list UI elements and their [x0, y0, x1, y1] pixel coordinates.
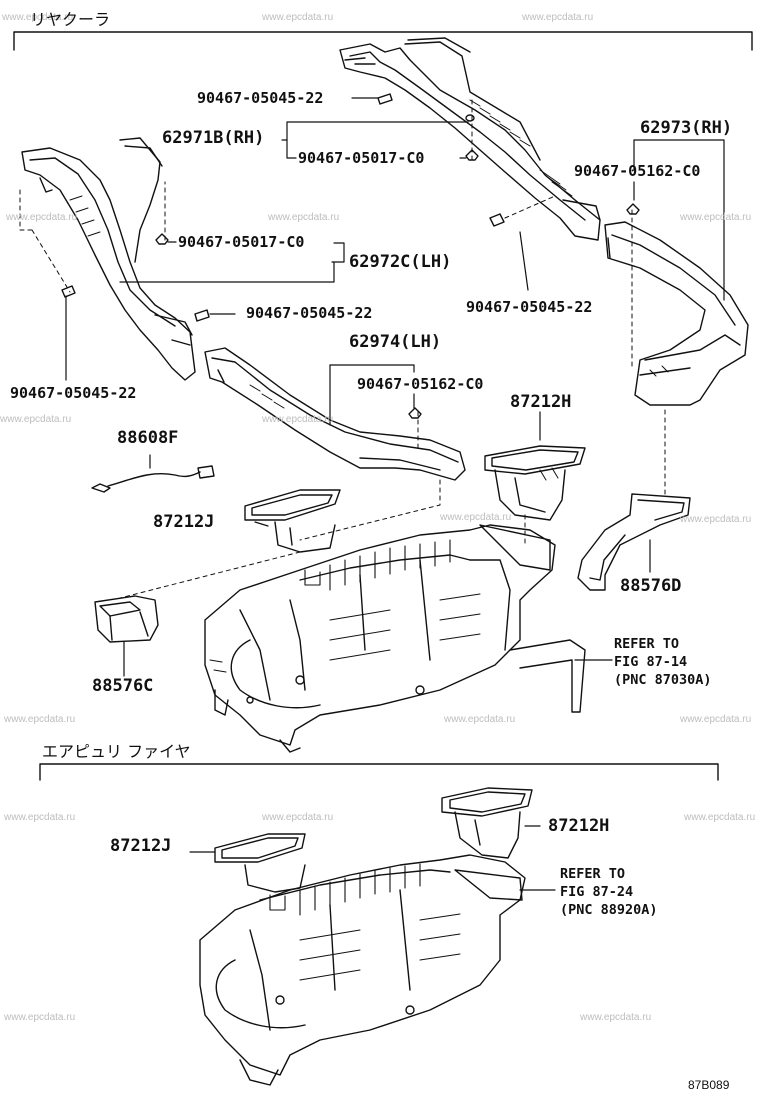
grille-87212j-top-drawing — [244, 489, 341, 553]
refer-top-line1: REFER TO — [614, 636, 680, 652]
section-title-air-purifier: エアピュリ ファイヤ — [42, 742, 191, 761]
part-label-62972c: 62972C(LH) — [349, 252, 452, 272]
watermark: www.epcdata.ru — [4, 1012, 76, 1023]
part-label-62974: 62974(LH) — [349, 332, 442, 352]
watermark: www.epcdata.ru — [680, 212, 752, 223]
watermark: www.epcdata.ru — [4, 812, 76, 823]
grille-87212j-bottom-drawing — [214, 833, 306, 893]
part-label-62971b: 62971B(RH) — [162, 128, 265, 148]
wire-88608f-drawing — [91, 465, 215, 493]
watermark: www.epcdata.ru — [262, 812, 334, 823]
watermark: www.epcdata.ru — [6, 212, 78, 223]
refer-top-line3: (PNC 87030A) — [614, 672, 712, 688]
part-label-clip-62972c: 90467-05017-C0 — [178, 233, 305, 251]
part-label-screw-top: 90467-05045-22 — [197, 89, 324, 107]
refer-bottom-line2: FIG 87-24 — [560, 884, 634, 900]
watermark: www.epcdata.ru — [4, 714, 76, 725]
watermark: www.epcdata.ru — [680, 714, 752, 725]
section-title-rear-cooler: リヤクーラ — [30, 10, 111, 29]
refer-top-line2: FIG 87-14 — [614, 654, 688, 670]
duct-62971b-drawing — [339, 37, 601, 241]
watermark: www.epcdata.ru — [684, 812, 756, 823]
duct-62972c-drawing — [21, 137, 196, 381]
section-bracket-rear-cooler — [13, 31, 753, 51]
section-bracket-air-purifier — [39, 763, 719, 781]
part-label-screw-left-low: 90467-05045-22 — [10, 384, 137, 402]
part-label-clip-62974: 90467-05162-C0 — [357, 375, 484, 393]
refer-bottom-line3: (PNC 88920A) — [560, 902, 658, 918]
part-label-87212j-bottom: 87212J — [110, 836, 172, 856]
part-label-88576d: 88576D — [620, 576, 682, 596]
watermark: www.epcdata.ru — [0, 414, 72, 425]
purifier-unit-bottom-drawing — [199, 854, 526, 1086]
part-label-screw-left-mid: 90467-05045-22 — [246, 304, 373, 322]
duct-88576d-drawing — [577, 493, 691, 591]
part-label-87212j-top: 87212J — [153, 512, 215, 532]
part-label-88576c: 88576C — [92, 676, 154, 696]
grille-87212h-bottom-drawing — [441, 787, 533, 859]
part-label-87212h-top: 87212H — [510, 392, 572, 412]
duct-62974-drawing — [204, 347, 466, 481]
watermark: www.epcdata.ru — [444, 714, 516, 725]
duct-88576c-drawing — [94, 595, 159, 643]
watermark: www.epcdata.ru — [522, 12, 594, 23]
part-label-clip-62973: 90467-05162-C0 — [574, 162, 701, 180]
leader-lines — [65, 97, 725, 891]
part-label-62973: 62973(RH) — [640, 118, 733, 138]
watermark: www.epcdata.ru — [2, 12, 74, 23]
watermark: www.epcdata.ru — [268, 212, 340, 223]
figure-code: 87B089 — [688, 1078, 730, 1092]
duct-62973-drawing — [604, 221, 749, 406]
watermark: www.epcdata.ru — [440, 512, 512, 523]
watermark: www.epcdata.ru — [580, 1012, 652, 1023]
watermark: www.epcdata.ru — [262, 12, 334, 23]
refer-bottom-line1: REFER TO — [560, 866, 626, 882]
watermark: www.epcdata.ru — [262, 414, 334, 425]
part-label-clip-62971b: 90467-05017-C0 — [298, 149, 425, 167]
cooler-unit-top-drawing — [204, 524, 586, 753]
part-label-screw-right-mid: 90467-05045-22 — [466, 298, 593, 316]
fastener-screws — [61, 93, 505, 322]
alignment-dashes — [19, 99, 666, 599]
part-label-88608f: 88608F — [117, 428, 179, 448]
watermark: www.epcdata.ru — [680, 514, 752, 525]
part-label-87212h-bottom: 87212H — [548, 816, 610, 836]
grille-87212h-top-drawing — [484, 445, 586, 521]
fastener-clips — [155, 149, 640, 419]
